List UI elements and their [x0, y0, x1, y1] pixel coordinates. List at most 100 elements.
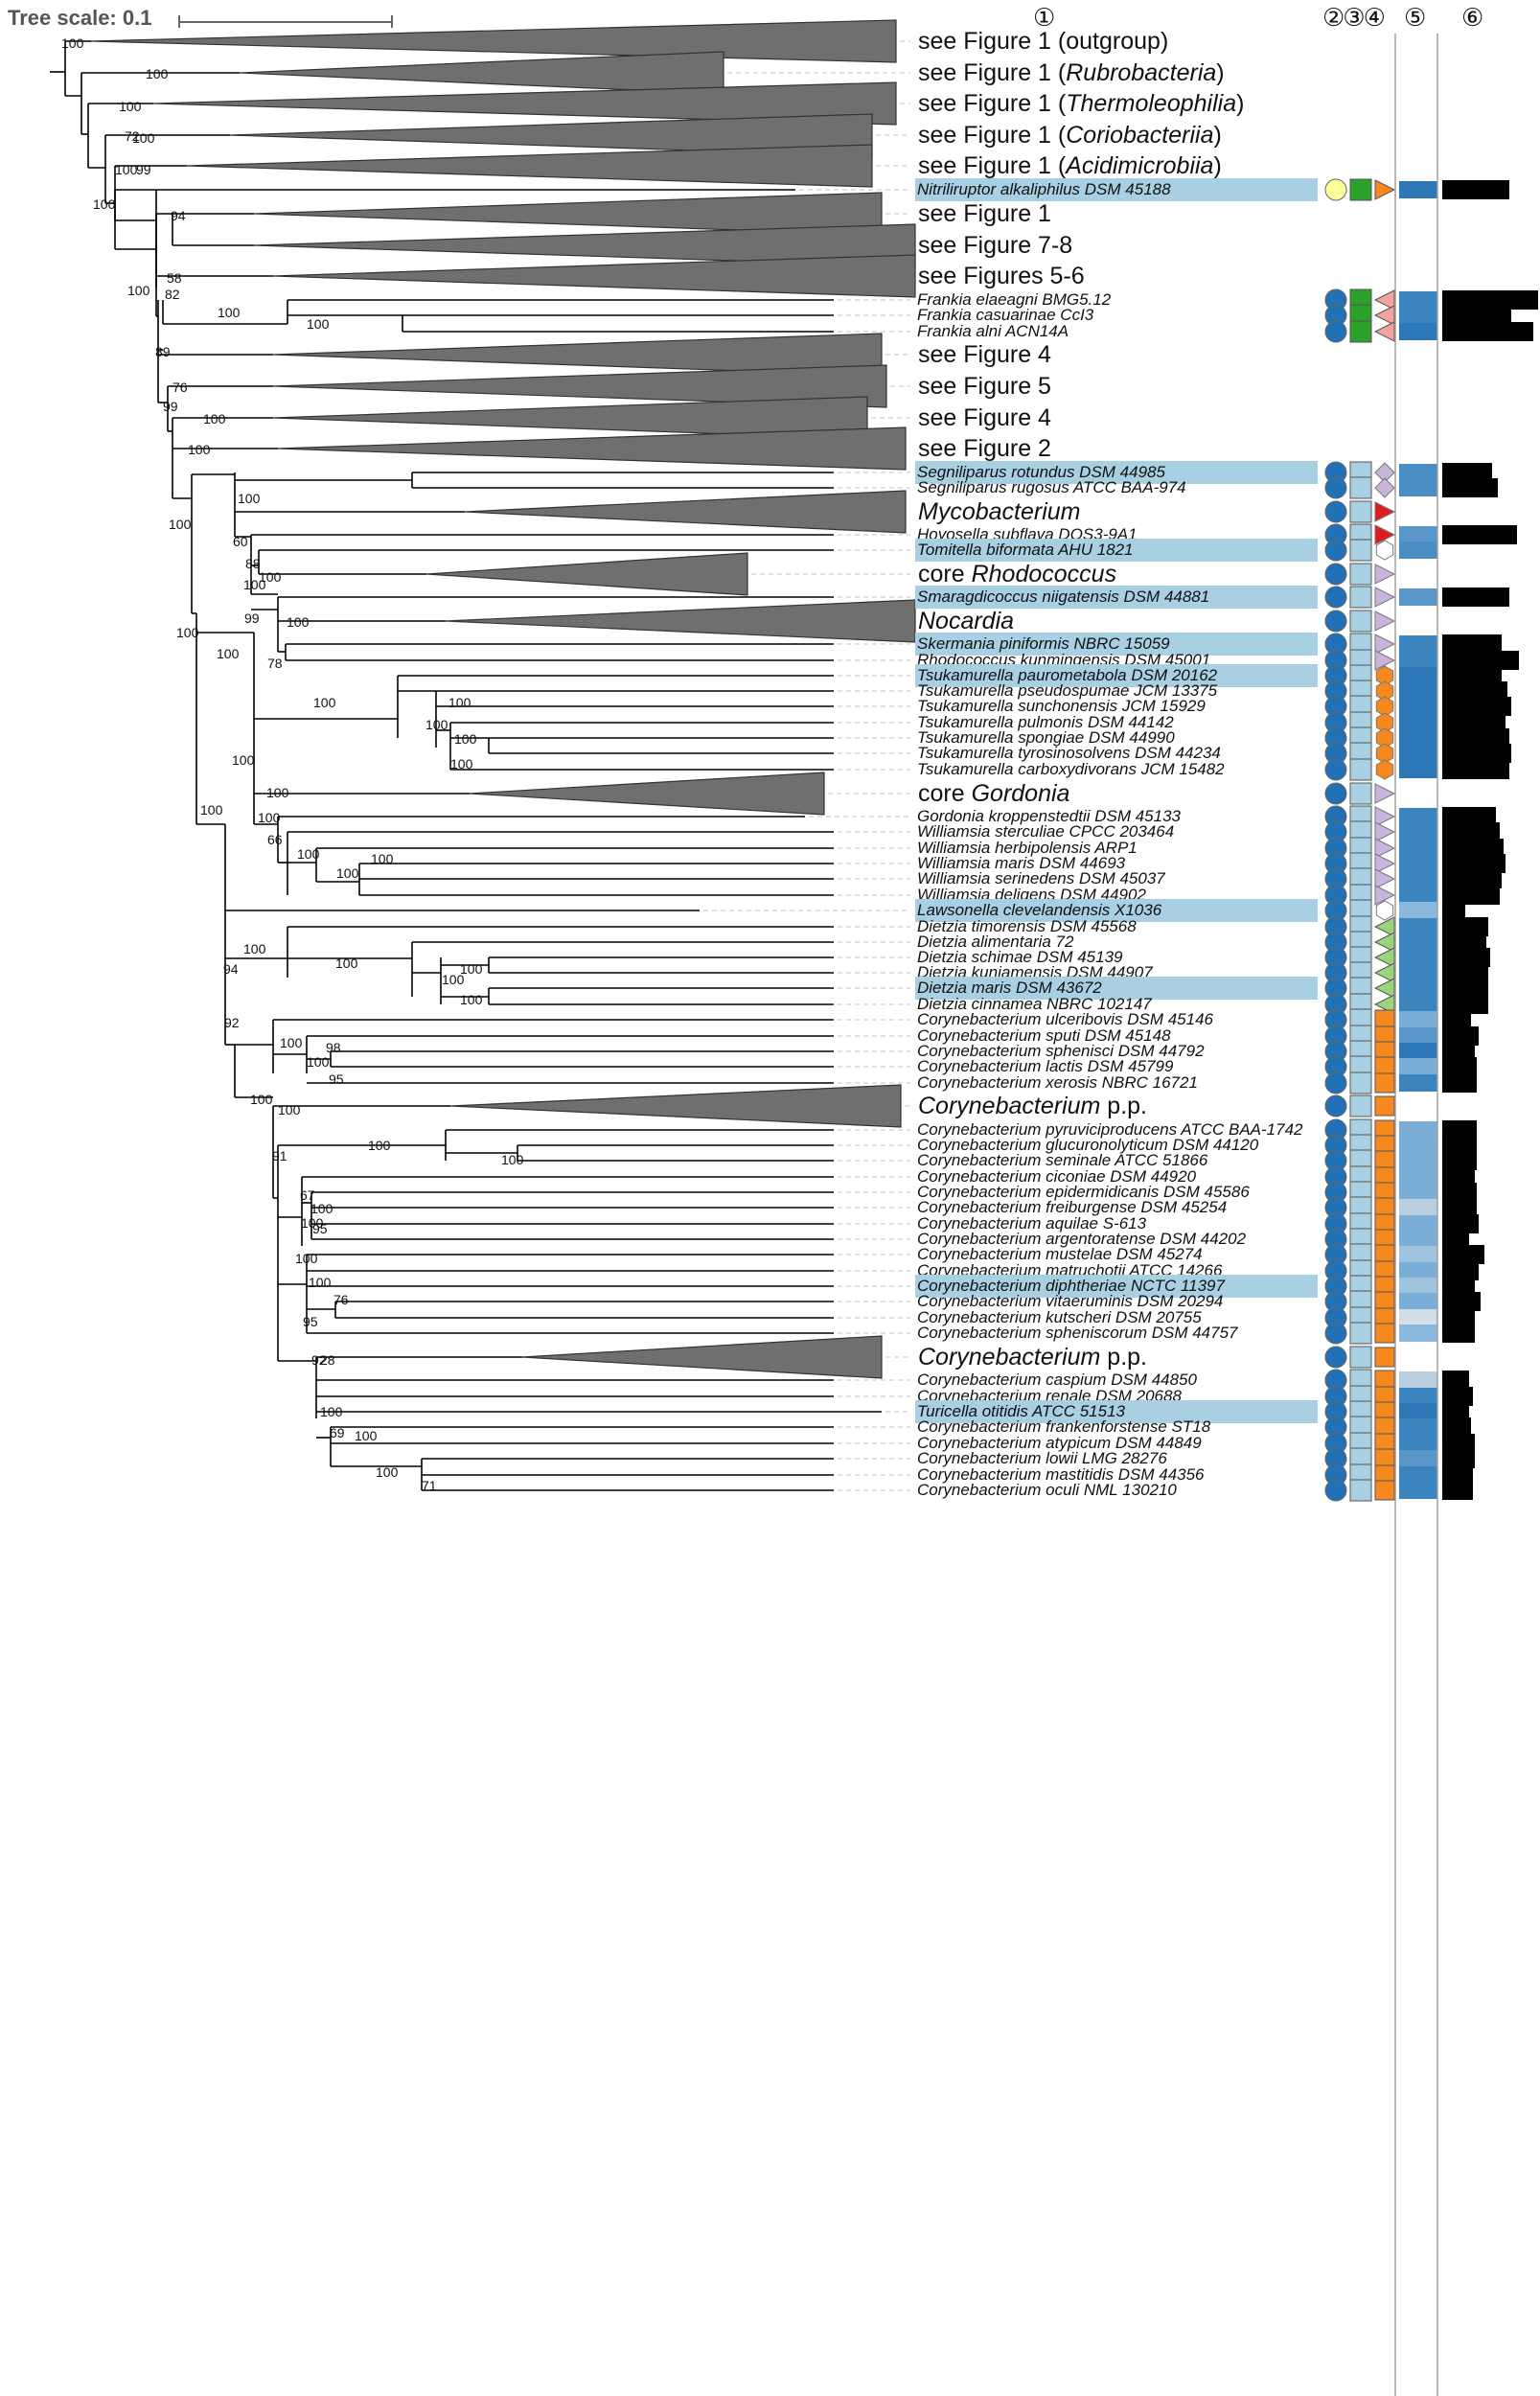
heatmap-cell — [1399, 1293, 1437, 1310]
clade-label-taxon: Acidimicrobiia — [1066, 152, 1214, 179]
class-square-marker — [1374, 1347, 1395, 1368]
heatmap-cell — [1399, 887, 1437, 904]
genome-size-bar — [1442, 744, 1511, 763]
domain-circle-marker — [1324, 758, 1347, 781]
taxon-label: Corynebacterium mastitidis DSM 44356 — [917, 1465, 1205, 1484]
taxon-label: Corynebacterium sputi DSM 45148 — [917, 1026, 1171, 1045]
genome-size-bar — [1442, 1057, 1477, 1076]
bootstrap-value: 100 — [310, 1201, 333, 1216]
genome-size-bar — [1442, 713, 1506, 732]
clade-label-prefix: see Figure 5 — [918, 373, 1051, 400]
taxon-label: Corynebacterium spheniscorum DSM 44757 — [917, 1324, 1238, 1342]
bootstrap-value: 100 — [301, 1215, 324, 1231]
bootstrap-value: 82 — [165, 287, 180, 302]
heatmap-cell — [1399, 1011, 1437, 1028]
clade-label-taxon: Rhodococcus — [971, 561, 1117, 587]
bootstrap-value: 89 — [155, 344, 171, 359]
class-triangle-marker — [1373, 978, 1395, 999]
class-triangle-marker — [1374, 806, 1396, 827]
genome-size-bar — [1442, 634, 1502, 654]
genome-size-bar — [1442, 1481, 1473, 1500]
genome-size-bar — [1442, 180, 1509, 199]
bootstrap-value: 100 — [442, 972, 465, 987]
collapsed-clade-triangle — [469, 772, 825, 816]
collapsed-clade-triangle — [449, 1084, 902, 1128]
heatmap-cell — [1399, 1152, 1437, 1169]
taxon-label: Williamsia maris DSM 44693 — [917, 854, 1126, 872]
bootstrap-value: 99 — [163, 399, 178, 414]
bootstrap-value: 95 — [329, 1071, 344, 1087]
taxon-label: Corynebacterium aquilae S-613 — [917, 1214, 1147, 1233]
heatmap-cell — [1399, 1137, 1437, 1154]
bootstrap-value: 100 — [307, 316, 330, 332]
genome-size-bar — [1442, 854, 1506, 873]
genome-size-bar — [1442, 322, 1533, 341]
genome-size-bar — [1442, 1371, 1469, 1390]
clade-label: see Figure 7-8 — [918, 230, 1072, 261]
type-strain-label: Smaragdicoccus niigatensis DSM 44881 — [915, 586, 1318, 609]
genome-square-marker — [1349, 500, 1372, 523]
clade-label-suffix: ) — [1213, 122, 1222, 149]
taxon-label: Corynebacterium ciconiae DSM 44920 — [917, 1167, 1197, 1186]
heatmap-cell — [1399, 1309, 1437, 1326]
taxon-label: Dietzia schimae DSM 45139 — [917, 948, 1123, 966]
genome-size-bar — [1442, 1308, 1475, 1327]
class-diamond-marker — [1374, 477, 1395, 498]
genome-size-bar — [1442, 1402, 1469, 1421]
heatmap-cell — [1399, 541, 1437, 559]
genome-size-bar — [1442, 681, 1507, 701]
taxon-label: Tsukamurella carboxydivorans JCM 15482 — [917, 760, 1225, 778]
bootstrap-value: 100 — [280, 1035, 303, 1050]
type-strain-label: Lawsonella clevelandensis X1036 — [915, 899, 1318, 922]
genome-square-marker — [1349, 782, 1372, 805]
taxon-label: Tsukamurella sunchonensis JCM 15929 — [917, 697, 1206, 715]
bootstrap-value: 100 — [188, 442, 211, 457]
heatmap-cell — [1399, 1168, 1437, 1186]
domain-circle-marker — [1324, 610, 1347, 633]
class-hexagon-marker — [1375, 540, 1394, 561]
genome-size-bar — [1442, 651, 1519, 670]
tree-scale-bar — [178, 15, 393, 28]
bootstrap-value: 76 — [333, 1292, 349, 1307]
class-triangle-marker — [1374, 838, 1396, 859]
leader-lines — [703, 40, 910, 1491]
heatmap-cell — [1399, 1278, 1437, 1295]
genome-square-marker — [1349, 758, 1372, 781]
genome-size-bar — [1442, 1010, 1471, 1029]
heatmap-cell — [1399, 761, 1437, 778]
bootstrap-value: 60 — [233, 534, 248, 549]
bootstrap-value: 100 — [336, 865, 359, 881]
column-header-6: ⑥ — [1461, 4, 1484, 33]
bootstrap-value: 88 — [245, 556, 261, 571]
clade-label-suffix: p.p. — [1100, 1344, 1148, 1371]
bootstrap-value: 94 — [223, 961, 239, 977]
bootstrap-value: 100 — [368, 1138, 391, 1153]
genome-square-marker — [1349, 178, 1372, 201]
taxon-label: Corynebacterium ulceribovis DSM 45146 — [917, 1010, 1213, 1028]
genome-size-bar — [1442, 1120, 1477, 1140]
heatmap-cell — [1399, 588, 1437, 606]
taxon-label: Corynebacterium freiburgense DSM 45254 — [917, 1198, 1228, 1216]
class-triangle-marker — [1373, 305, 1395, 326]
bootstrap-value: 100 — [320, 1404, 343, 1419]
clade-label-taxon: Coriobacteriia — [1066, 122, 1214, 149]
clade-label: see Figure 4 — [918, 339, 1051, 370]
clade-label-taxon: Nocardia — [918, 608, 1015, 634]
collapsed-clade-triangle — [90, 19, 897, 63]
bootstrap-value: 100 — [218, 305, 241, 320]
genome-square-marker — [1349, 1071, 1372, 1094]
type-strain-label: Nitriliruptor alkaliphilus DSM 45188 — [915, 178, 1318, 201]
heatmap-cell — [1399, 1466, 1437, 1484]
bootstrap-value: 100 — [307, 1054, 330, 1070]
taxon-label: Corynebacterium pyruviciproducens ATCC B… — [917, 1120, 1303, 1139]
genome-size-bar — [1442, 917, 1488, 936]
genome-size-bar — [1442, 463, 1492, 482]
heatmap-cell — [1399, 870, 1437, 887]
class-triangle-marker — [1374, 885, 1396, 906]
heatmap-cell — [1399, 1403, 1437, 1420]
heatmap-cell — [1399, 949, 1437, 966]
genome-size-bar — [1442, 525, 1517, 544]
genome-size-bar — [1442, 901, 1465, 920]
domain-circle-marker — [1324, 320, 1347, 343]
